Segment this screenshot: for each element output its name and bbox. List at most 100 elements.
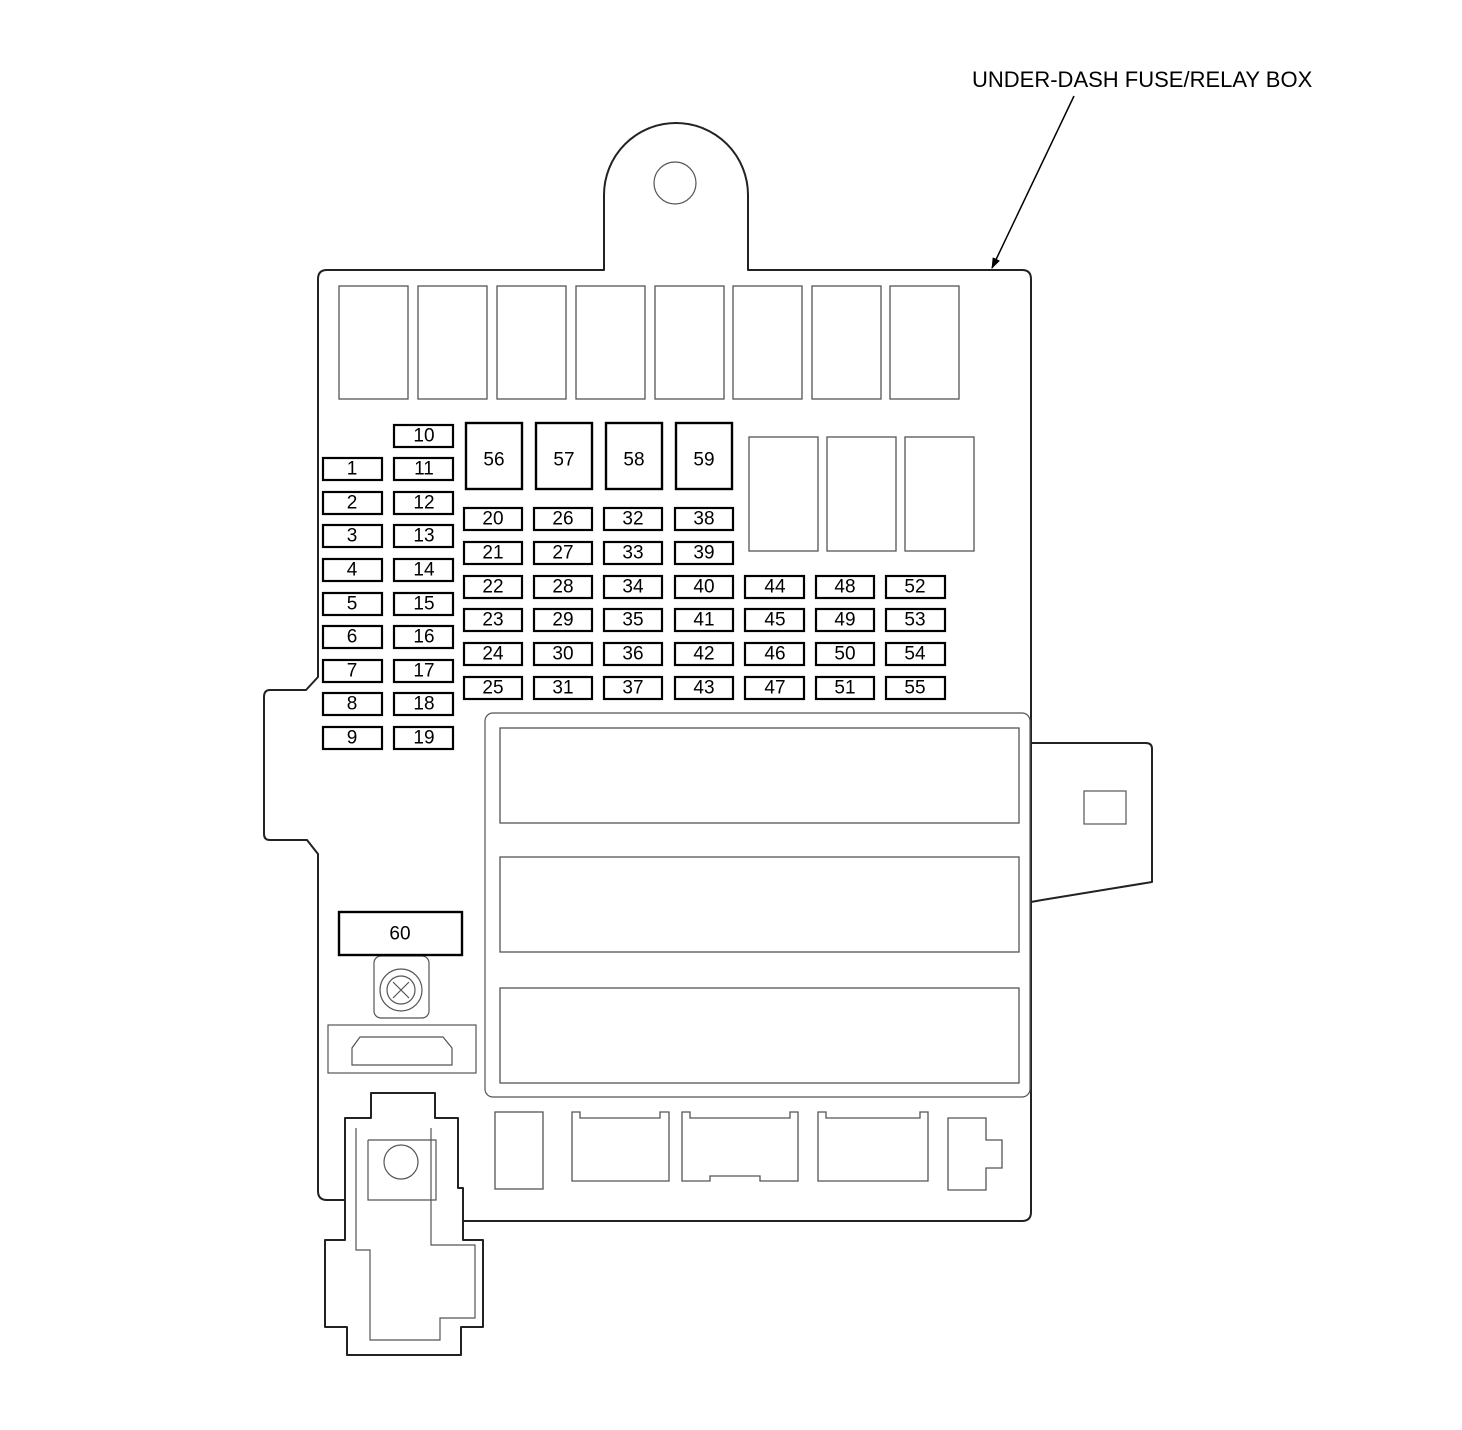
fuse-25-label: 25 — [482, 678, 503, 699]
relay-slot — [338, 285, 409, 400]
fuse-41: 41 — [673, 607, 735, 633]
fuse-51-label: 51 — [834, 678, 855, 699]
fuse-2-label: 2 — [347, 493, 358, 514]
fuse-21-label: 21 — [482, 543, 503, 564]
fuse-18: 18 — [392, 691, 455, 717]
fuse-22: 22 — [462, 574, 524, 600]
connector-slot — [499, 856, 1020, 953]
fuse-40-label: 40 — [693, 577, 714, 598]
fuse-47: 47 — [743, 675, 806, 701]
terminal-bolt — [383, 1144, 419, 1180]
fuse-37: 37 — [602, 675, 664, 701]
fuse-3: 3 — [321, 523, 384, 549]
fuse-47-label: 47 — [764, 678, 785, 699]
fuse-45-label: 45 — [764, 610, 785, 631]
fuse-31-label: 31 — [552, 678, 573, 699]
fuse-59-label: 59 — [693, 450, 714, 471]
relay-slots-middle — [748, 436, 975, 552]
relay-slot — [826, 436, 897, 552]
fuse-42: 42 — [673, 641, 735, 667]
fuse-11-label: 11 — [414, 459, 434, 480]
fuse-49: 49 — [814, 607, 876, 633]
fuse-37-label: 37 — [622, 678, 643, 699]
fuse-58-label: 58 — [623, 450, 644, 471]
side-clip — [1030, 742, 1153, 903]
title-pointer-arrow — [991, 95, 1075, 269]
fuse-45: 45 — [743, 607, 806, 633]
relay-slot — [654, 285, 725, 400]
fuse-30: 30 — [532, 641, 594, 667]
fuse-19-label: 19 — [413, 728, 434, 749]
fuse-48: 48 — [814, 574, 876, 600]
fuse-3-label: 3 — [347, 526, 358, 547]
fuse-51: 51 — [814, 675, 876, 701]
fuse-56-label: 56 — [483, 450, 504, 471]
fuse-15-label: 15 — [413, 594, 434, 615]
fuse-15: 15 — [392, 591, 455, 617]
fuse-39: 39 — [673, 540, 735, 566]
connector-slot — [499, 727, 1020, 824]
fuse-26: 26 — [532, 506, 594, 532]
fuse-16: 16 — [392, 624, 455, 650]
fuse-44: 44 — [743, 574, 806, 600]
mounting-hole — [653, 161, 697, 205]
fuse-14-label: 14 — [413, 560, 435, 581]
fuse-44-label: 44 — [764, 577, 786, 598]
fuse-23-label: 23 — [482, 610, 503, 631]
relay-slot — [417, 285, 488, 400]
fuse-55: 55 — [884, 675, 947, 701]
fuse-50-label: 50 — [834, 644, 855, 665]
fuse-12-label: 12 — [413, 493, 434, 514]
fuse-24-label: 24 — [482, 644, 504, 665]
fuse-38-label: 38 — [693, 509, 714, 530]
fuse-8: 8 — [321, 691, 384, 717]
fuse-50: 50 — [814, 641, 876, 667]
terminal-lead-detail — [355, 1128, 476, 1341]
fuse-36-label: 36 — [622, 644, 643, 665]
fuse-1: 1 — [321, 456, 384, 482]
fuse-54: 54 — [884, 641, 947, 667]
fuse-4: 4 — [321, 557, 384, 583]
fuse-49-label: 49 — [834, 610, 855, 631]
fuse-32: 32 — [602, 506, 664, 532]
fuse-2: 2 — [321, 490, 384, 516]
fuse-4-label: 4 — [347, 560, 358, 581]
side-clip-window — [1083, 790, 1127, 825]
fuse-52-label: 52 — [904, 577, 925, 598]
fuse-52: 52 — [884, 574, 947, 600]
bottom-connectors — [494, 1111, 1003, 1191]
fuse-43: 43 — [673, 675, 735, 701]
fuse-60: 60 — [337, 910, 464, 957]
fuse-9: 9 — [321, 725, 384, 751]
fuse-42-label: 42 — [693, 644, 714, 665]
terminal-lead — [324, 1092, 484, 1356]
connector-small — [571, 1111, 670, 1182]
fuse-56: 56 — [464, 421, 524, 491]
fuse-18-label: 18 — [413, 694, 434, 715]
fuse-14: 14 — [392, 557, 455, 583]
fuse-36: 36 — [602, 641, 664, 667]
fuse-35: 35 — [602, 607, 664, 633]
fuse-1-label: 1 — [347, 459, 358, 480]
fuse-20-label: 20 — [482, 509, 503, 530]
fuse-20: 20 — [462, 506, 524, 532]
fuse-60-label: 60 — [389, 924, 410, 945]
fuse-26-label: 26 — [552, 509, 573, 530]
relay-slots-top — [338, 285, 960, 400]
fuse-41-label: 41 — [693, 610, 714, 631]
fuse-12: 12 — [392, 490, 455, 516]
relay-slot — [496, 285, 567, 400]
fuse-11: 11 — [392, 456, 455, 482]
fuse-5-label: 5 — [347, 594, 358, 615]
fuse-7: 7 — [321, 658, 384, 684]
fuse-9-label: 9 — [347, 728, 358, 749]
connector-small — [681, 1111, 799, 1182]
fuse-53-label: 53 — [904, 610, 925, 631]
fuse-10: 10 — [392, 423, 455, 449]
box-title: UNDER-DASH FUSE/RELAY BOX — [972, 67, 1313, 92]
fuse-59: 59 — [674, 421, 734, 491]
fuse-24: 24 — [462, 641, 524, 667]
fuse-23: 23 — [462, 607, 524, 633]
screw-outer — [379, 968, 423, 1012]
fuse-57: 57 — [534, 421, 594, 491]
